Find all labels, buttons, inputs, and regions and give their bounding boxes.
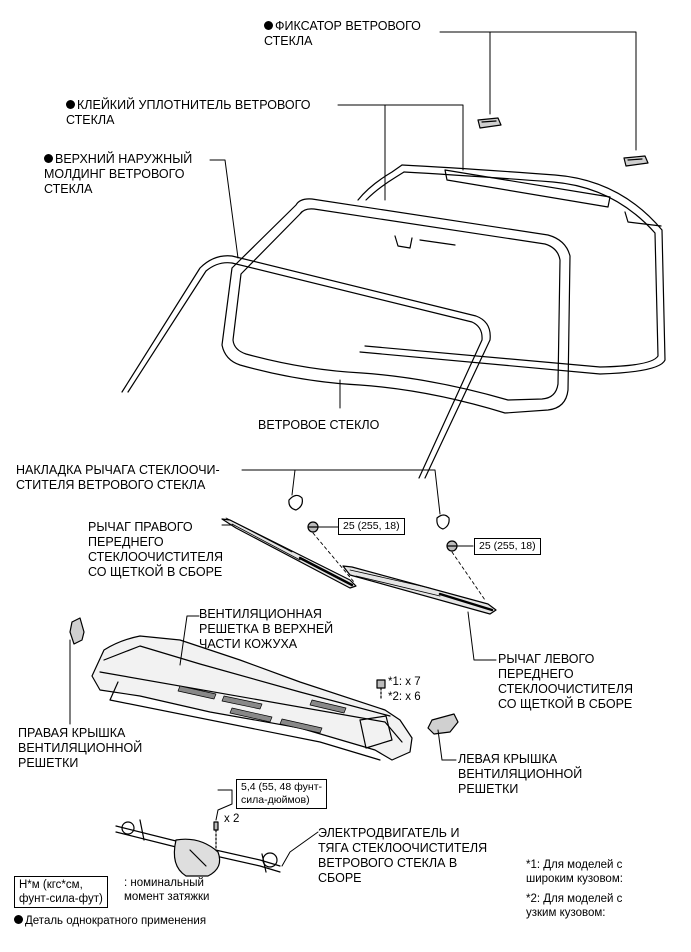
label-bolt-count: x 2 <box>224 813 240 825</box>
legend-non-reusable: Деталь однократного применения <box>14 914 206 928</box>
label-windshield-retainer: ФИКСАТОР ВЕТРОВОГО СТЕКЛА <box>264 19 421 48</box>
torque-motor-bolt: 5,4 (55, 48 фунт- сила-дюймов) <box>236 779 327 809</box>
right-arm-cover <box>288 494 303 511</box>
right-ventilator-cover <box>69 617 85 645</box>
label-left-ventilator-cover: ЛЕВАЯ КРЫШКА ВЕНТИЛЯЦИОННОЙ РЕШЕТКИ <box>458 752 583 796</box>
left-arm-nut <box>446 540 458 552</box>
upper-molding <box>121 255 491 479</box>
label-wiper-motor: ЭЛЕКТРОДВИГАТЕЛЬ И ТЯГА СТЕКЛООЧИСТИТЕЛЯ… <box>318 826 488 885</box>
windshield-dam <box>357 164 666 375</box>
wiper-motor-link <box>115 819 281 877</box>
left-ventilator-cover <box>427 713 459 735</box>
filled-circle-icon <box>44 154 53 163</box>
torque-right-nut: 25 (255, 18) <box>338 518 405 535</box>
label-left-wiper-arm: РЫЧАГ ЛЕВОГО ПЕРЕДНЕГО СТЕКЛООЧИСТИТЕЛЯ … <box>498 652 633 711</box>
label-cowl-louver: ВЕНТИЛЯЦИОННАЯ РЕШЕТКА В ВЕРХНЕЙ ЧАСТИ К… <box>199 607 334 651</box>
cowl-louver <box>91 635 413 761</box>
louver-clip <box>376 679 386 701</box>
footnote-narrow-body: *2: Для моделей с узким кузовом: <box>526 893 623 919</box>
leader-lines <box>69 31 637 867</box>
label-right-wiper-arm: РЫЧАГ ПРАВОГО ПЕРЕДНЕГО СТЕКЛООЧИСТИТЕЛЯ… <box>88 520 223 579</box>
right-arm-nut <box>307 521 319 533</box>
left-arm-cover <box>436 514 450 530</box>
label-clip-count: *1: x 7 *2: x 6 <box>388 676 421 703</box>
filled-circle-icon <box>14 915 23 924</box>
filled-circle-icon <box>66 100 75 109</box>
windshield-retainer-right <box>623 155 649 167</box>
right-wiper-arm <box>221 517 357 589</box>
filled-circle-icon <box>264 21 273 30</box>
legend-unit-box: Н*м (кгс*см, фунт-сила-фут) <box>14 876 108 908</box>
footnote-wide-body: *1: Для моделей с широким кузовом: <box>526 859 623 885</box>
label-windshield-dam: КЛЕЙКИЙ УПЛОТНИТЕЛЬ ВЕТРОВОГО СТЕКЛА <box>66 98 311 127</box>
label-arm-cover: НАКЛАДКА РЫЧАГА СТЕКЛООЧИ- СТИТЕЛЯ ВЕТРО… <box>16 463 220 492</box>
label-upper-molding: ВЕРХНИЙ НАРУЖНЫЙ МОЛДИНГ ВЕТРОВОГО СТЕКЛ… <box>44 152 193 196</box>
windshield-glass <box>221 198 571 414</box>
torque-left-nut: 25 (255, 18) <box>474 538 541 555</box>
legend-unit-desc: : номинальный момент затяжки <box>124 877 210 903</box>
label-right-ventilator-cover: ПРАВАЯ КРЫШКА ВЕНТИЛЯЦИОННОЙ РЕШЕТКИ <box>18 726 143 770</box>
left-wiper-arm <box>342 565 497 615</box>
windshield-retainer-left <box>477 117 502 129</box>
label-windshield-glass: ВЕТРОВОЕ СТЕКЛО <box>258 418 380 432</box>
